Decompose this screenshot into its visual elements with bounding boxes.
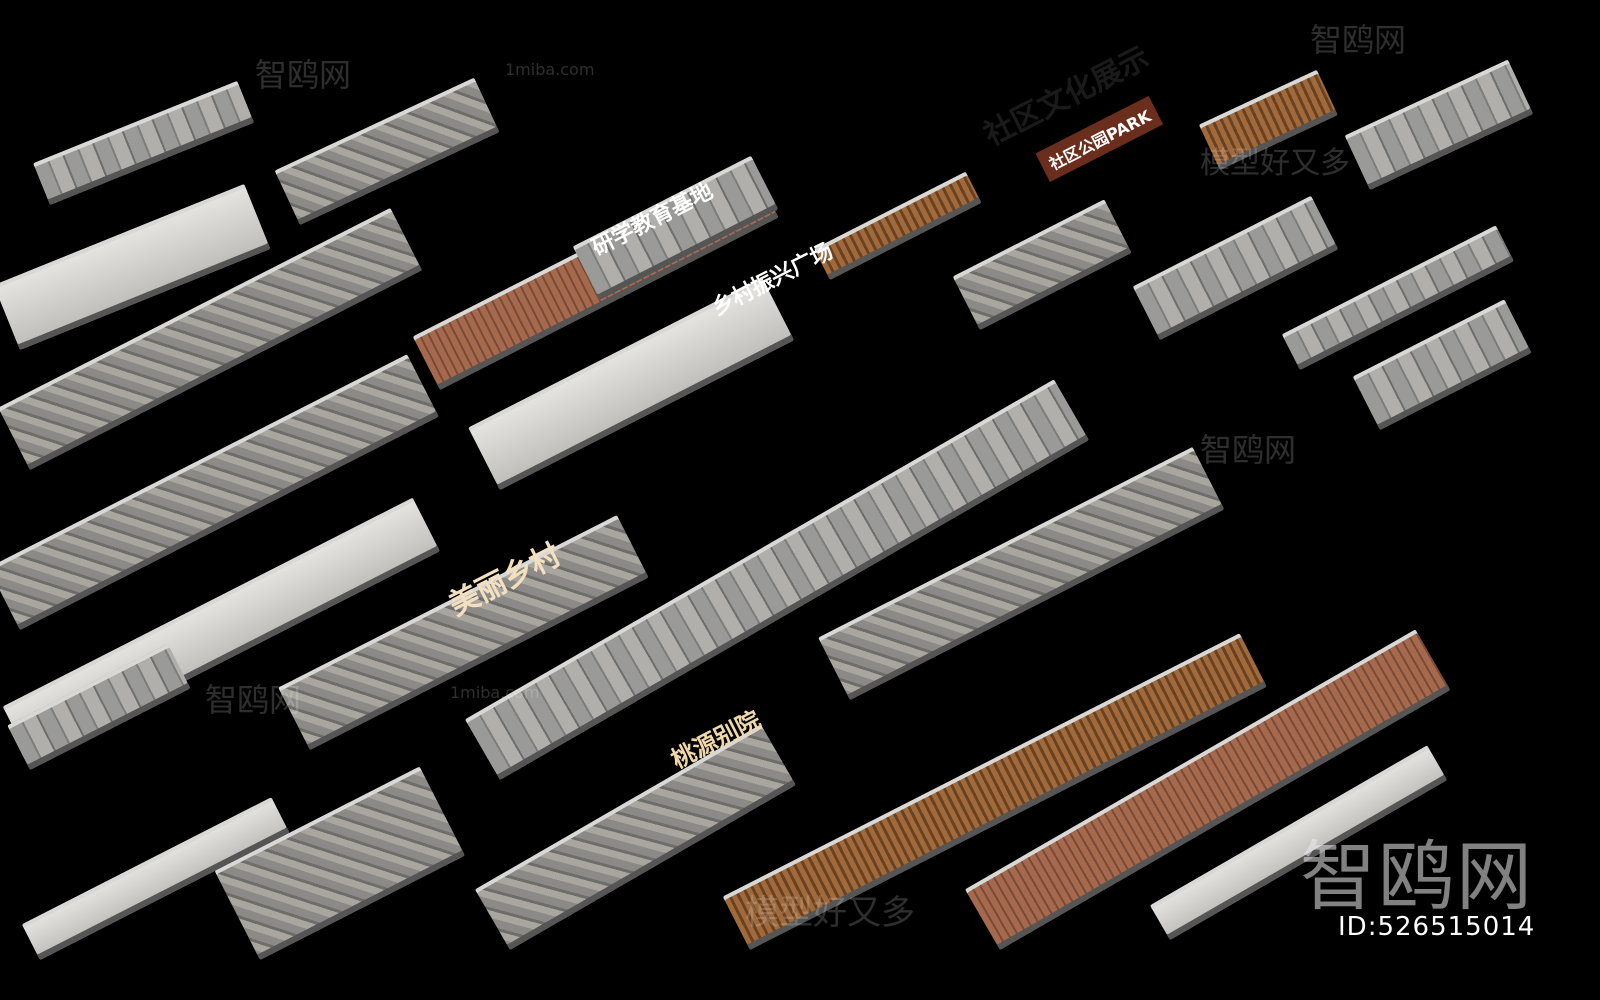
landscape-wall [33,80,254,205]
watermark-domain: 1miba.com [505,60,595,79]
landscape-wall [214,766,465,960]
watermark-site: 智鸥网 [255,56,352,94]
watermark-site: 智鸥网 [205,681,302,719]
landscape-wall [274,77,500,226]
landscape-wall [814,171,982,280]
landscape-wall [952,199,1132,330]
landscape-wall [1132,195,1339,340]
watermark-slogan: 模型好又多 [745,893,915,933]
watermark-site: 智鸥网 [1200,431,1297,469]
watermark-domain: 1miba.com [450,683,540,702]
landscape-wall [1344,59,1534,190]
watermark-site: 智鸥网 [1310,21,1407,59]
watermark-slogan: 模型好又多 [1200,146,1350,181]
model-id-label: ID:526515014 [1338,912,1536,942]
watermark-site-large: 智鸥网 [1300,832,1534,921]
